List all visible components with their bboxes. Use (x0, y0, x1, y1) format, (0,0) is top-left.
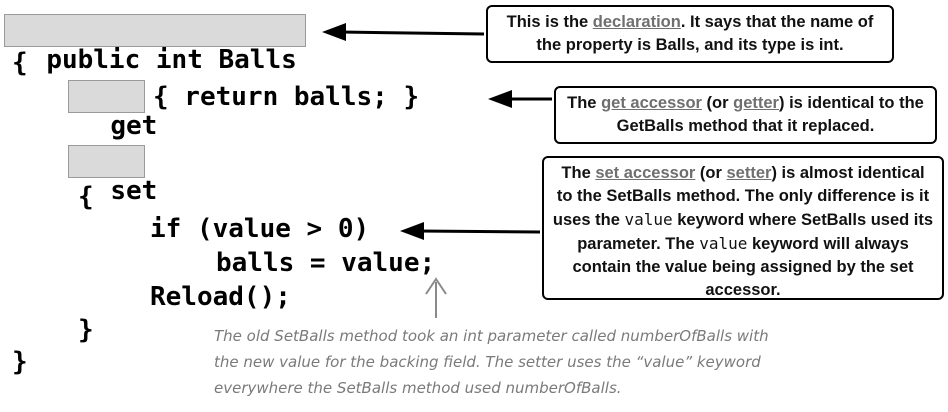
setter-callout-text-3: keyword will always contain the value be… (572, 235, 914, 299)
declaration-term: declaration (592, 13, 681, 31)
handwritten-note-line-1: The old SetBalls method took an int para… (214, 327, 769, 345)
handwritten-note-line-3: everywhere the SetBalls method used numb… (214, 379, 622, 397)
getter-callout-text-post: ) is identical to the GetBalls method th… (616, 94, 924, 135)
declaration-arrow (322, 23, 485, 41)
get-keyword-highlight: get (68, 80, 157, 141)
get-keyword: get (110, 111, 158, 141)
setter-term: setter (726, 164, 772, 182)
getter-callout-text-mid: (or (701, 94, 734, 112)
value-keyword-1: value (624, 210, 673, 229)
set-keyword: set (110, 176, 158, 206)
declaration-highlight: public int Balls (4, 14, 306, 75)
close-brace: } (12, 347, 28, 377)
setter-callout: The set accessor (or setter) is almost i… (542, 156, 944, 300)
setter-arrow (400, 222, 541, 240)
set-open-brace: { (78, 182, 94, 212)
setter-callout-text-2: keyword where SetBalls used its paramete… (577, 211, 934, 253)
get-accessor-term: get accessor (601, 94, 702, 112)
handwritten-note-line-2: the new value for the backing field. The… (214, 353, 761, 371)
open-brace: { (12, 48, 28, 78)
declaration-callout: This is the declaration. It says that th… (486, 5, 894, 63)
setter-callout-text-mid: (or (695, 164, 727, 182)
declaration-callout-text-pre: This is the (506, 13, 593, 31)
set-keyword-highlight: set (68, 145, 157, 206)
declaration-callout-text-post: . It says that the name of the property … (536, 13, 874, 54)
handwritten-note-arrow (425, 277, 447, 318)
setter-callout-text-1: ) is almost identical to the SetBalls me… (552, 164, 930, 229)
getter-callout: The get accessor (or getter) is identica… (554, 86, 937, 144)
getter-callout-text-pre: The (567, 94, 602, 112)
getter-arrow (488, 90, 552, 108)
set-accessor-term: set accessor (595, 164, 696, 182)
value-keyword-2: value (699, 234, 748, 253)
get-body: { return balls; } (153, 82, 420, 112)
reload-line: Reload(); (150, 282, 291, 312)
declaration-text: public int Balls (46, 45, 297, 75)
set-close-brace: } (78, 315, 94, 345)
setter-callout-text-pre: The (561, 164, 596, 182)
if-line: if (value > 0) (150, 214, 370, 244)
assign-line: balls = value; (216, 248, 436, 278)
getter-term: getter (733, 94, 779, 112)
